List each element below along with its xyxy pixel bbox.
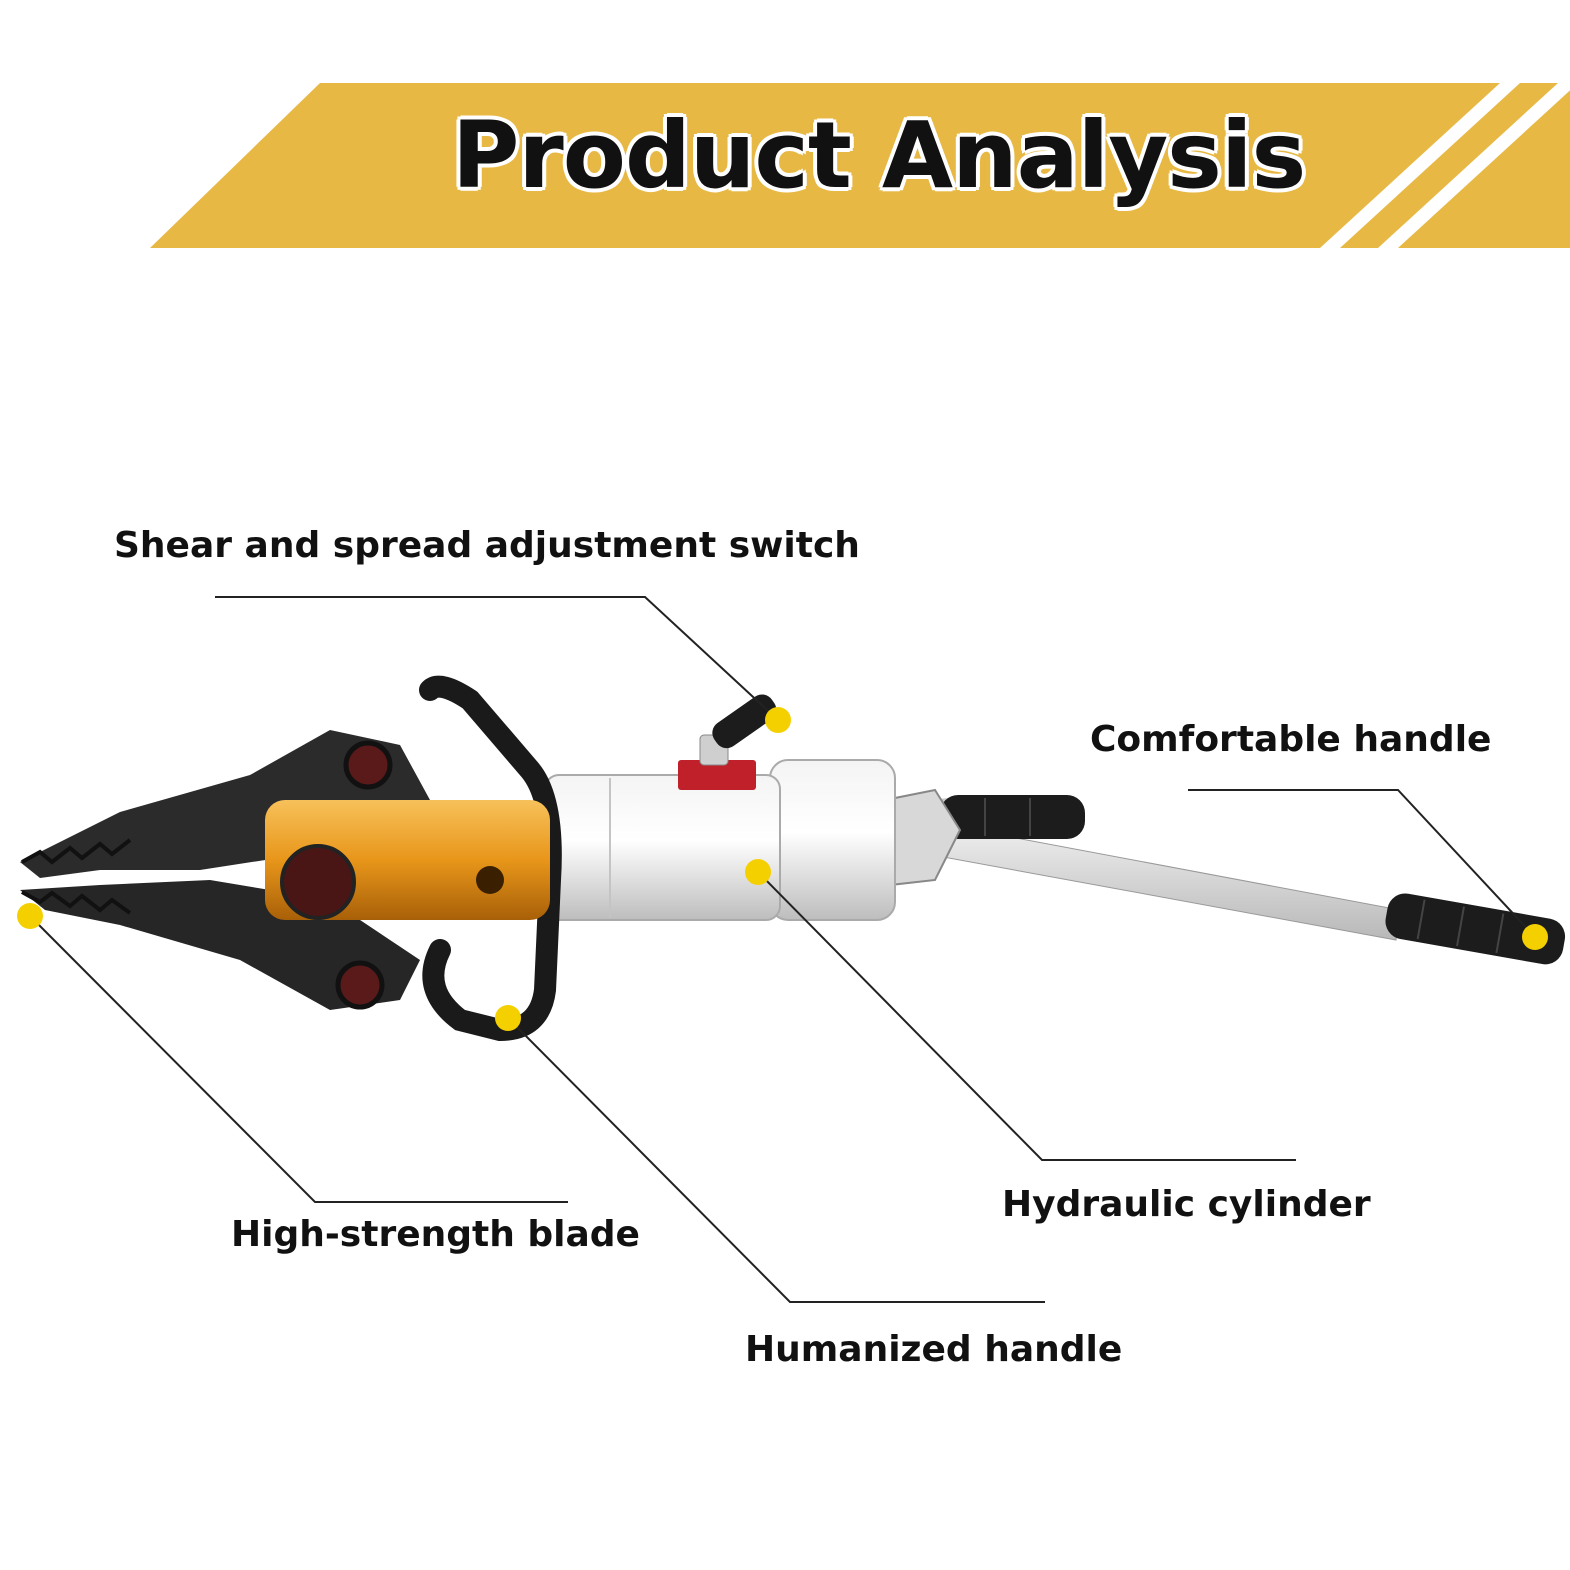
piston-hole: [476, 866, 504, 894]
leader-comfort: [1188, 789, 1536, 938]
jaw-teeth-lower: [21, 890, 132, 915]
marker-switch: [765, 707, 791, 733]
banner-stripe-1: [1320, 83, 1520, 248]
banner-background: [150, 83, 1570, 248]
callout-humanized-handle-label: Humanized handle: [745, 1329, 1123, 1370]
bow-handle: [419, 675, 562, 1042]
jaw-teeth-upper: [21, 838, 132, 865]
switch-block: [678, 760, 756, 790]
leader-cylinder: [757, 871, 1296, 1161]
upper-pivot: [343, 740, 393, 790]
callout-comfortable-handle-label: Comfortable handle: [1090, 719, 1492, 760]
cylinder-rear: [769, 759, 896, 921]
callout-switch-label: Shear and spread adjustment switch: [114, 525, 860, 566]
lower-pivot: [335, 960, 385, 1010]
leader-humanized: [507, 1017, 1045, 1303]
callout-hydraulic-cylinder-label: Hydraulic cylinder: [1002, 1184, 1371, 1225]
callout-blade-label: High-strength blade: [231, 1214, 640, 1255]
leader-switch: [215, 596, 779, 721]
marker-comfort: [1522, 924, 1548, 950]
marker-blade: [17, 903, 43, 929]
marker-cylinder: [745, 859, 771, 885]
piston-bolt: [280, 844, 356, 920]
title-banner: [150, 83, 1570, 248]
rear-grip: [1385, 893, 1566, 965]
leader-blade: [29, 915, 568, 1203]
marker-humanized: [495, 1005, 521, 1031]
page-title: Product Analysis: [452, 102, 1306, 209]
switch-lever: [712, 694, 777, 749]
banner-stripe-2: [1378, 83, 1570, 248]
cylinder-body: [544, 774, 781, 921]
